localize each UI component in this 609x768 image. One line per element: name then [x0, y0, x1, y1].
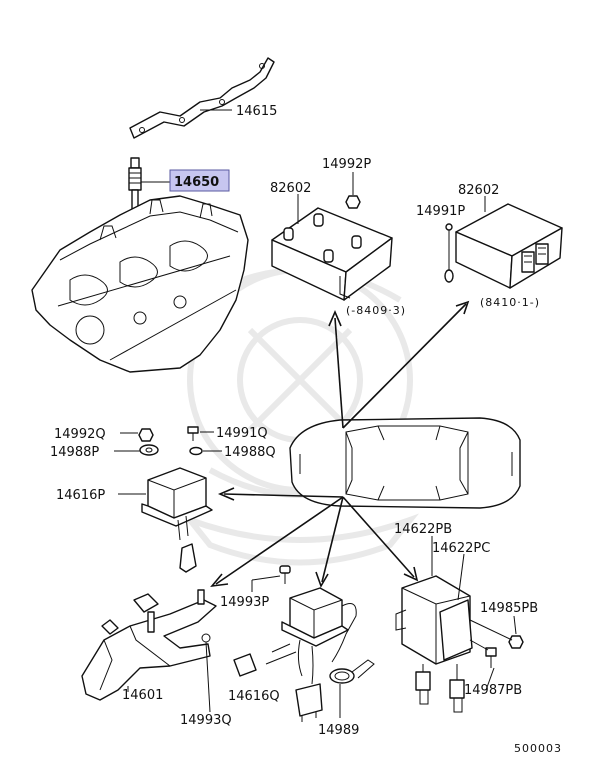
control-module-14622pb-part[interactable]	[395, 575, 473, 713]
label-14991q: 14991Q	[216, 426, 268, 441]
leader-14622pc	[457, 553, 465, 601]
label-range-left: (-8409·3)	[346, 304, 406, 317]
label-14988q: 14988Q	[224, 445, 276, 460]
nut-14992q-part[interactable]	[138, 428, 154, 442]
cylinder-head-part[interactable]	[31, 195, 249, 373]
label-14601: 14601	[122, 688, 163, 703]
clamp-14989-part[interactable]	[329, 659, 375, 684]
label-14650[interactable]: 14650	[174, 175, 219, 190]
leader-14987pb-a	[469, 639, 489, 651]
leader-14987pb	[485, 667, 495, 691]
washer-14988p-part[interactable]	[139, 444, 159, 456]
label-14993q: 14993Q	[180, 713, 232, 728]
screw-14991q-part[interactable]	[187, 426, 199, 441]
leader-14985pb	[513, 615, 517, 635]
label-14985pb: 14985PB	[480, 601, 538, 616]
diagram-code: 500003	[514, 742, 562, 755]
bolt-14993p-part[interactable]	[279, 565, 291, 584]
leader-14985pb-a	[469, 619, 513, 641]
control-unit-right-part[interactable]	[455, 203, 563, 289]
nut-14992p-part[interactable]	[345, 195, 361, 209]
label-14622pc: 14622PC	[432, 541, 490, 556]
label-14616q: 14616Q	[228, 689, 280, 704]
highlight-14650	[169, 169, 230, 192]
label-14993p: 14993P	[220, 595, 269, 610]
nut-14985pb-part[interactable]	[508, 635, 524, 649]
control-unit-left-part[interactable]	[271, 207, 393, 301]
bracket-14601-part[interactable]	[81, 589, 217, 701]
label-82602-right: 82602	[458, 183, 499, 198]
label-14992p: 14992P	[322, 157, 371, 172]
label-14616p: 14616P	[56, 488, 105, 503]
screw-14991p-part[interactable]	[444, 223, 454, 283]
leader-14993q	[205, 641, 211, 713]
relay-14616q-part[interactable]	[233, 587, 357, 722]
relay-14616p-part[interactable]	[141, 467, 213, 573]
gasket-strip-part[interactable]	[129, 57, 275, 139]
label-82602-left: 82602	[270, 181, 311, 196]
leader-14993p	[251, 575, 281, 581]
label-14988p: 14988P	[50, 445, 99, 460]
label-14989: 14989	[318, 723, 359, 738]
label-14615: 14615	[236, 104, 277, 119]
label-14622pb: 14622PB	[394, 522, 452, 537]
label-range-right: (8410·1-)	[480, 296, 540, 309]
label-14991p: 14991P	[416, 204, 465, 219]
label-14992q: 14992Q	[54, 427, 106, 442]
washer-14988q-part[interactable]	[189, 446, 203, 456]
vehicle-silhouette[interactable]	[289, 417, 521, 509]
pointer-arrows	[210, 300, 470, 588]
bolt-14987pb-part[interactable]	[485, 647, 497, 668]
label-14987pb: 14987PB	[464, 683, 522, 698]
